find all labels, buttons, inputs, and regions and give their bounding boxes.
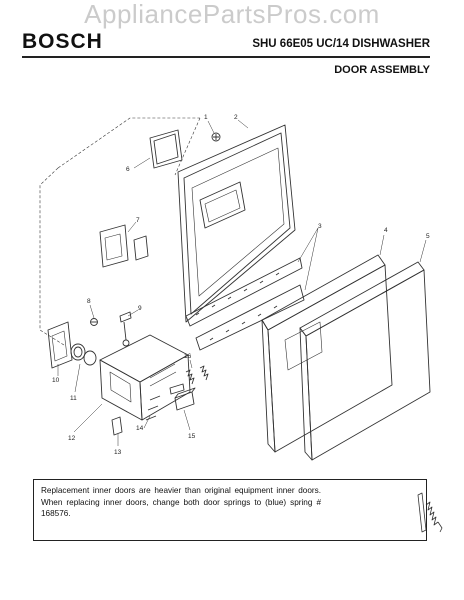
model-title: SHU 66E05 UC/14 DISHWASHER — [252, 38, 430, 50]
callout-6: 6 — [126, 166, 130, 173]
header-rule — [22, 56, 430, 58]
part-15-block — [174, 387, 196, 411]
callout-7: 7 — [136, 217, 140, 224]
part-1-screw — [211, 132, 221, 142]
callout-10: 10 — [52, 377, 60, 384]
part-3-leader — [297, 227, 319, 291]
callout-4: 4 — [384, 227, 388, 234]
part-11-rings — [70, 343, 97, 366]
callout-15: 15 — [188, 433, 196, 440]
replacement-note-text: Replacement inner doors are heavier than… — [41, 486, 321, 518]
part-8-screw — [90, 318, 98, 326]
replacement-note-box: Replacement inner doors are heavier than… — [33, 479, 427, 541]
part-4-outer-panel — [261, 254, 393, 453]
part-6-seal-frame — [149, 129, 183, 169]
callout-14: 14 — [136, 425, 144, 432]
part-5-decor-panel — [299, 261, 431, 461]
callout-labels: 1 2 6 7 3 4 5 8 9 10 11 12 13 14 15 16 — [52, 114, 430, 456]
callout-1: 1 — [204, 114, 208, 121]
callout-8: 8 — [87, 298, 91, 305]
part-7-bracket — [99, 224, 149, 268]
part-16-springs — [185, 365, 209, 385]
dashed-assembly-outline — [39, 117, 201, 346]
brand-logo: BOSCH — [22, 30, 103, 53]
part-10-latch — [47, 321, 73, 369]
callout-11: 11 — [70, 395, 77, 402]
part-13-clip — [111, 416, 123, 436]
part-9-pin — [119, 311, 132, 347]
callout-3: 3 — [318, 223, 322, 230]
part-2-inner-door — [177, 124, 305, 351]
callout-2: 2 — [234, 114, 238, 121]
callout-9: 9 — [138, 305, 142, 312]
callout-16: 16 — [184, 353, 192, 360]
part-12-control-module — [99, 334, 191, 421]
callout-13: 13 — [114, 449, 122, 456]
leader-lines — [57, 119, 427, 446]
callout-12: 12 — [68, 435, 76, 442]
part-14-pins — [145, 383, 185, 421]
callout-5: 5 — [426, 233, 430, 240]
section-title: DOOR ASSEMBLY — [334, 64, 430, 76]
watermark: AppliancePartsPros.com — [84, 0, 380, 29]
